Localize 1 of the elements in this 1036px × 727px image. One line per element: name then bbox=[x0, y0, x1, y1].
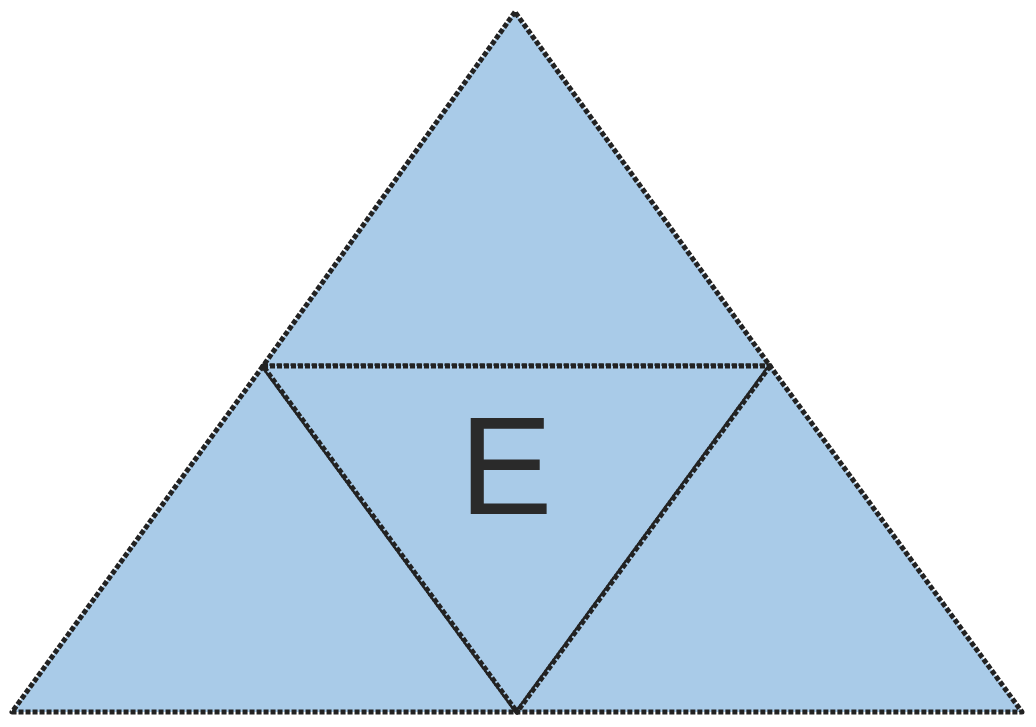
variable-letter: E bbox=[459, 396, 553, 536]
